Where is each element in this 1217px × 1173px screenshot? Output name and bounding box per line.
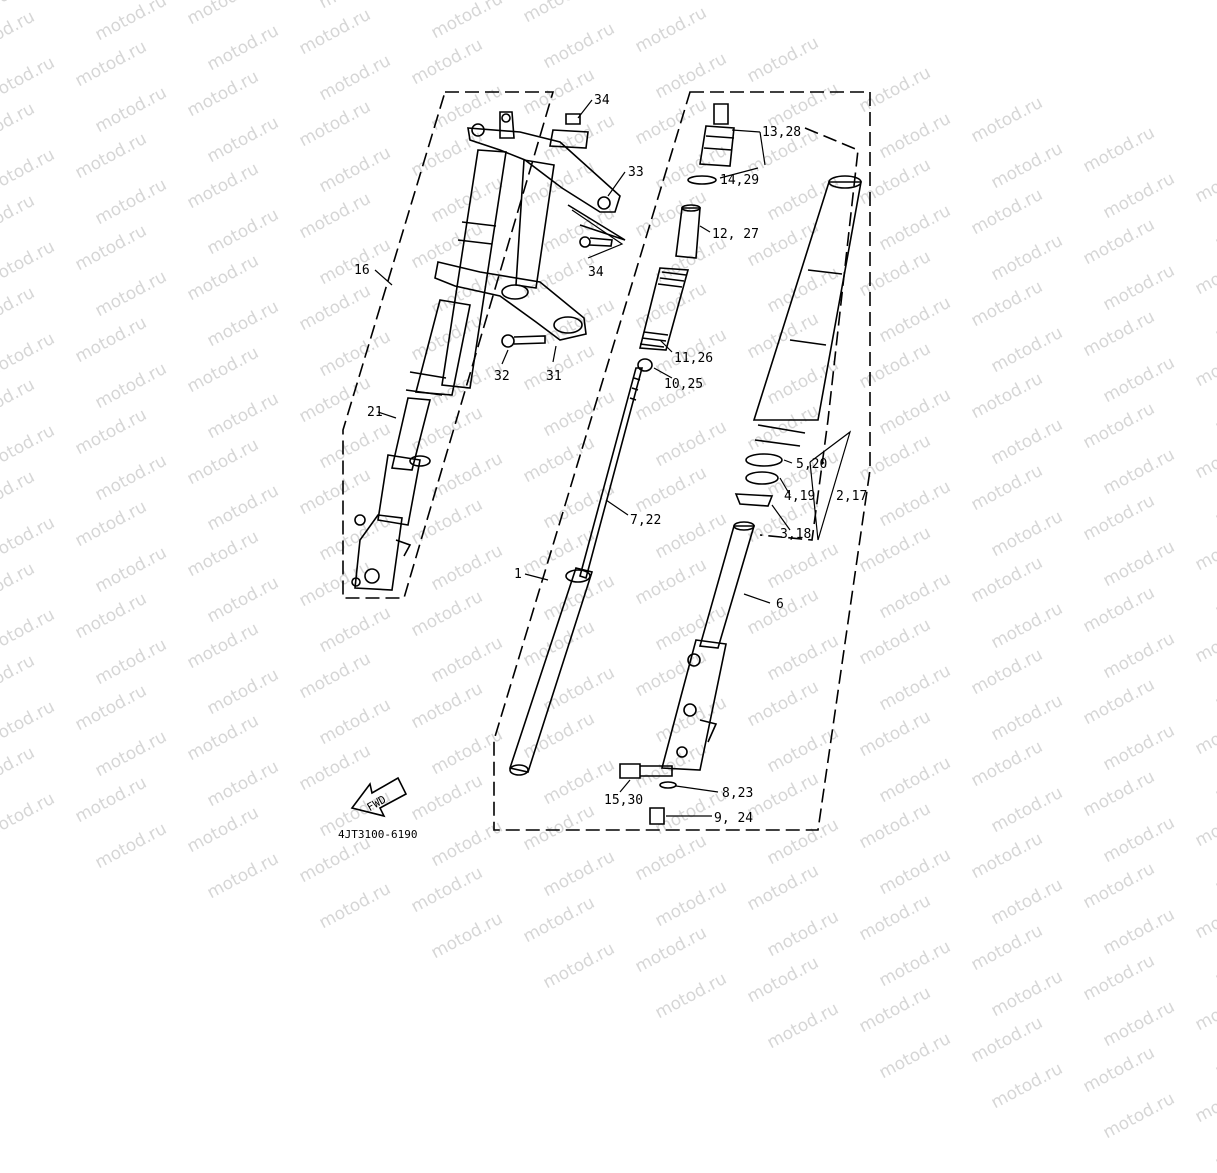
fwd-label: FWD	[365, 793, 389, 814]
watermark-text: motod.ru	[967, 920, 1047, 976]
watermark-text: motod.ru	[1099, 1088, 1179, 1144]
watermark-text: motod.ru	[1079, 950, 1159, 1006]
watermark-text: motod.ru	[1079, 1042, 1159, 1098]
watermark-text: motod.ru	[763, 906, 843, 962]
watermark-text: motod.ru	[1099, 904, 1179, 960]
watermark-text: motod.ru	[987, 1058, 1067, 1114]
label-15-30: 15,30	[604, 793, 643, 808]
fork-slider	[660, 521, 756, 771]
label-3-18: 3,18	[780, 527, 811, 542]
watermark-text: motod.ru	[1211, 934, 1217, 990]
watermark-text: motod.ru	[763, 998, 843, 1054]
o-ring	[687, 175, 717, 185]
label-9-24: 9, 24	[714, 811, 753, 826]
watermark-text: motod.ru	[1191, 980, 1217, 1036]
watermark-text: motod.ru	[1099, 996, 1179, 1052]
watermark-text: motod.ru	[967, 1012, 1047, 1068]
watermark-text: motod.ru	[1191, 1072, 1217, 1128]
label-8-23: 8,23	[722, 786, 753, 801]
watermark-text: motod.ru	[743, 952, 823, 1008]
front-fork-exploded-view: 34 33 34 16 32 31 21 13,28 14,29 12, 27 …	[338, 91, 871, 841]
label-1: 1	[514, 567, 522, 582]
upper-bracket	[467, 111, 621, 213]
label-5-20: 5,20	[796, 457, 827, 472]
watermark-text: motod.ru	[1211, 1118, 1217, 1173]
leader-33	[567, 204, 626, 241]
retaining-clip	[734, 493, 774, 507]
label-7-22: 7,22	[630, 513, 661, 528]
watermark-text: motod.ru	[875, 1028, 955, 1084]
watermark-text: motod.ru	[987, 966, 1067, 1022]
diagram-code: 4JT3100-6190	[338, 828, 417, 841]
leader-lines	[374, 99, 852, 817]
watermark-text: motod.ru	[1211, 1026, 1217, 1082]
gasket	[659, 781, 677, 789]
watermark-text: motod.ru	[855, 982, 935, 1038]
fork-spring	[638, 267, 690, 351]
bolt-32	[501, 334, 546, 348]
dust-seal	[745, 453, 783, 467]
oil-seal	[745, 471, 779, 485]
label-32: 32	[494, 369, 510, 384]
label-6: 6	[776, 597, 784, 612]
outer-tube	[752, 175, 862, 447]
right-assembly-boundary	[493, 91, 871, 831]
label-16: 16	[354, 263, 370, 278]
label-10-25: 10,25	[664, 377, 703, 392]
spacer	[675, 207, 701, 259]
drain-bolt	[649, 807, 665, 825]
cap-bolt	[699, 103, 735, 167]
nut	[637, 358, 653, 372]
inner-tube	[508, 567, 594, 776]
label-33: 33	[628, 165, 644, 180]
watermark-text: motod.ru	[875, 936, 955, 992]
bolt-34-top	[549, 113, 589, 149]
outer-tube-subgroup-boundary	[759, 127, 859, 541]
watermark-text: motod.ru	[427, 908, 507, 964]
left-fork-assembly	[351, 149, 507, 591]
label-13-28: 13,28	[762, 125, 801, 140]
forward-arrow	[350, 776, 408, 818]
label-21: 21	[367, 405, 383, 420]
steering-stem	[515, 159, 555, 289]
label-34-bottom: 34	[588, 265, 604, 280]
watermark-text: motod.ru	[631, 922, 711, 978]
label-14-29: 14,29	[720, 173, 759, 188]
bolt-34-bottom	[579, 236, 613, 248]
left-assembly-boundary	[342, 91, 555, 599]
label-34-top: 34	[594, 93, 610, 108]
label-2-17: 2,17	[836, 489, 867, 504]
watermark-text: motod.ru	[539, 938, 619, 994]
label-31: 31	[546, 369, 562, 384]
axle-bolt	[619, 763, 673, 779]
under-bracket	[434, 261, 587, 341]
label-12-27: 12, 27	[712, 227, 759, 242]
damper-rod	[579, 367, 644, 580]
label-4-19: 4,19	[784, 489, 815, 504]
watermark-text: motod.ru	[651, 968, 731, 1024]
label-11-26: 11,26	[674, 351, 713, 366]
